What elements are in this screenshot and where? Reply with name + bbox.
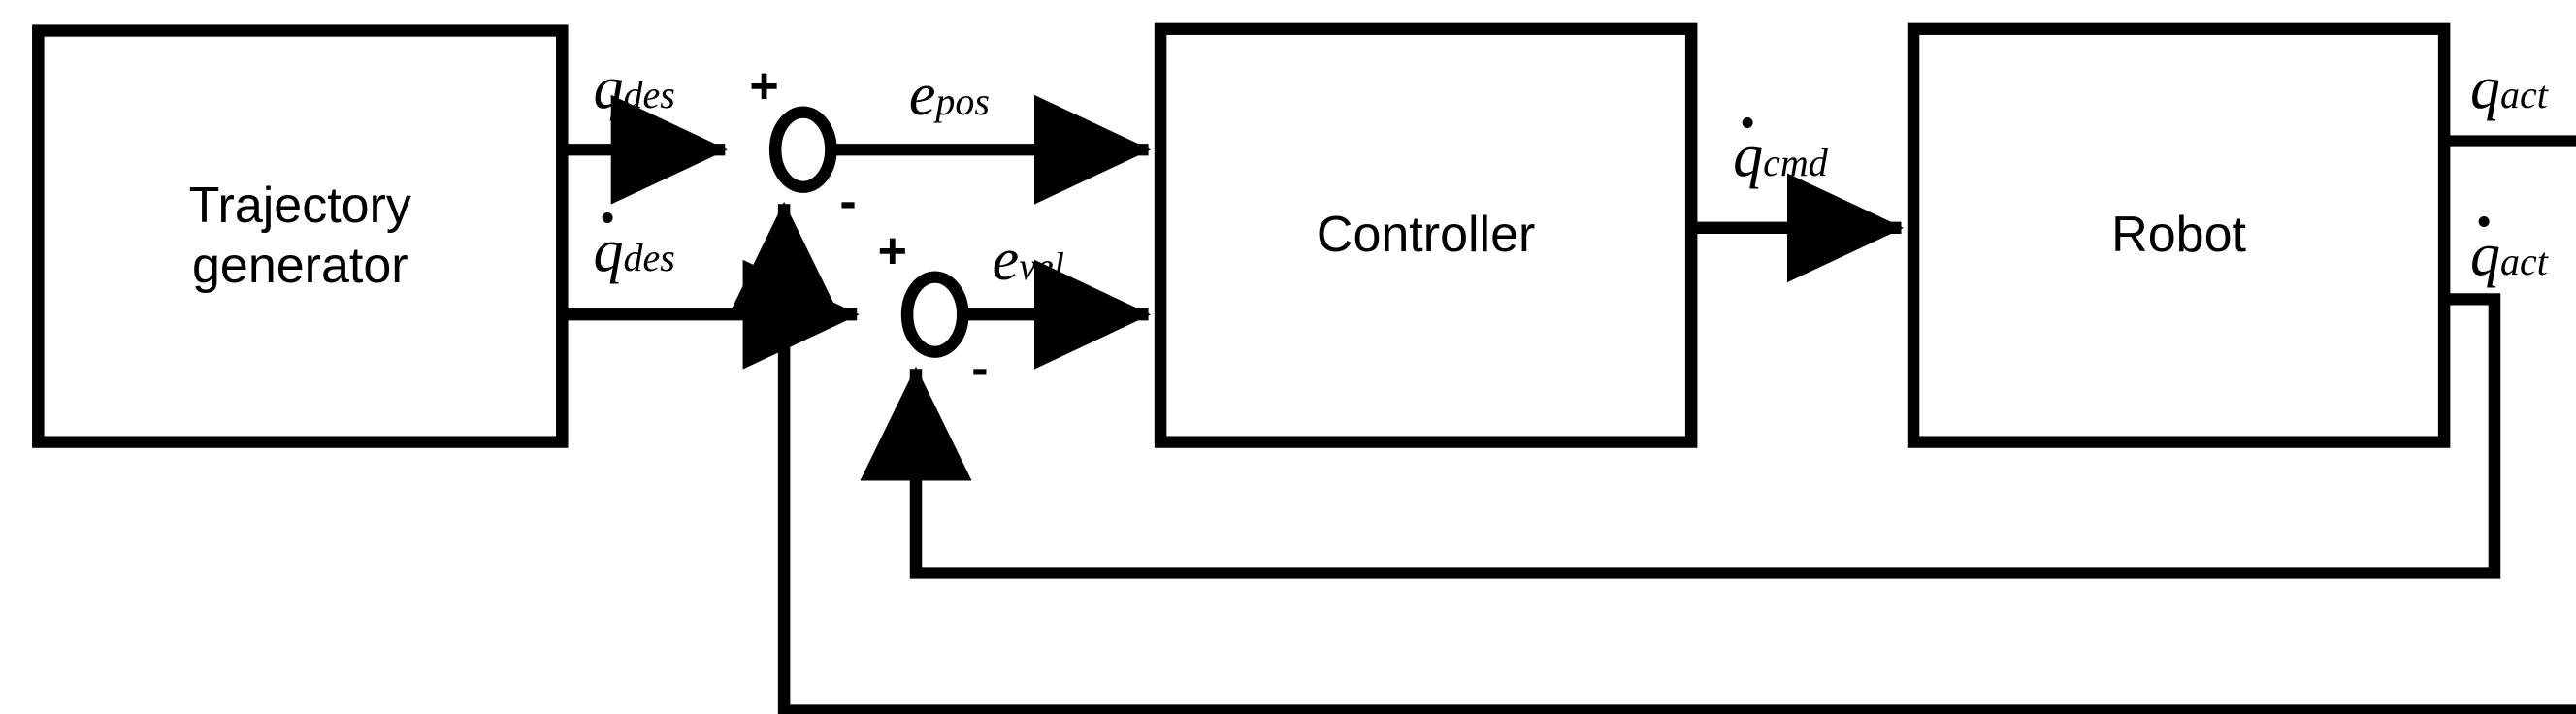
block-trajectory-generator	[32, 24, 569, 448]
summing-junction-velocity	[900, 271, 969, 358]
wire-qdotact-feedback	[860, 293, 2501, 579]
block-controller	[1154, 22, 1698, 448]
wire-qact-feedback	[728, 135, 2576, 714]
summing-junction-position	[768, 106, 837, 193]
block-robot	[1907, 22, 2451, 448]
